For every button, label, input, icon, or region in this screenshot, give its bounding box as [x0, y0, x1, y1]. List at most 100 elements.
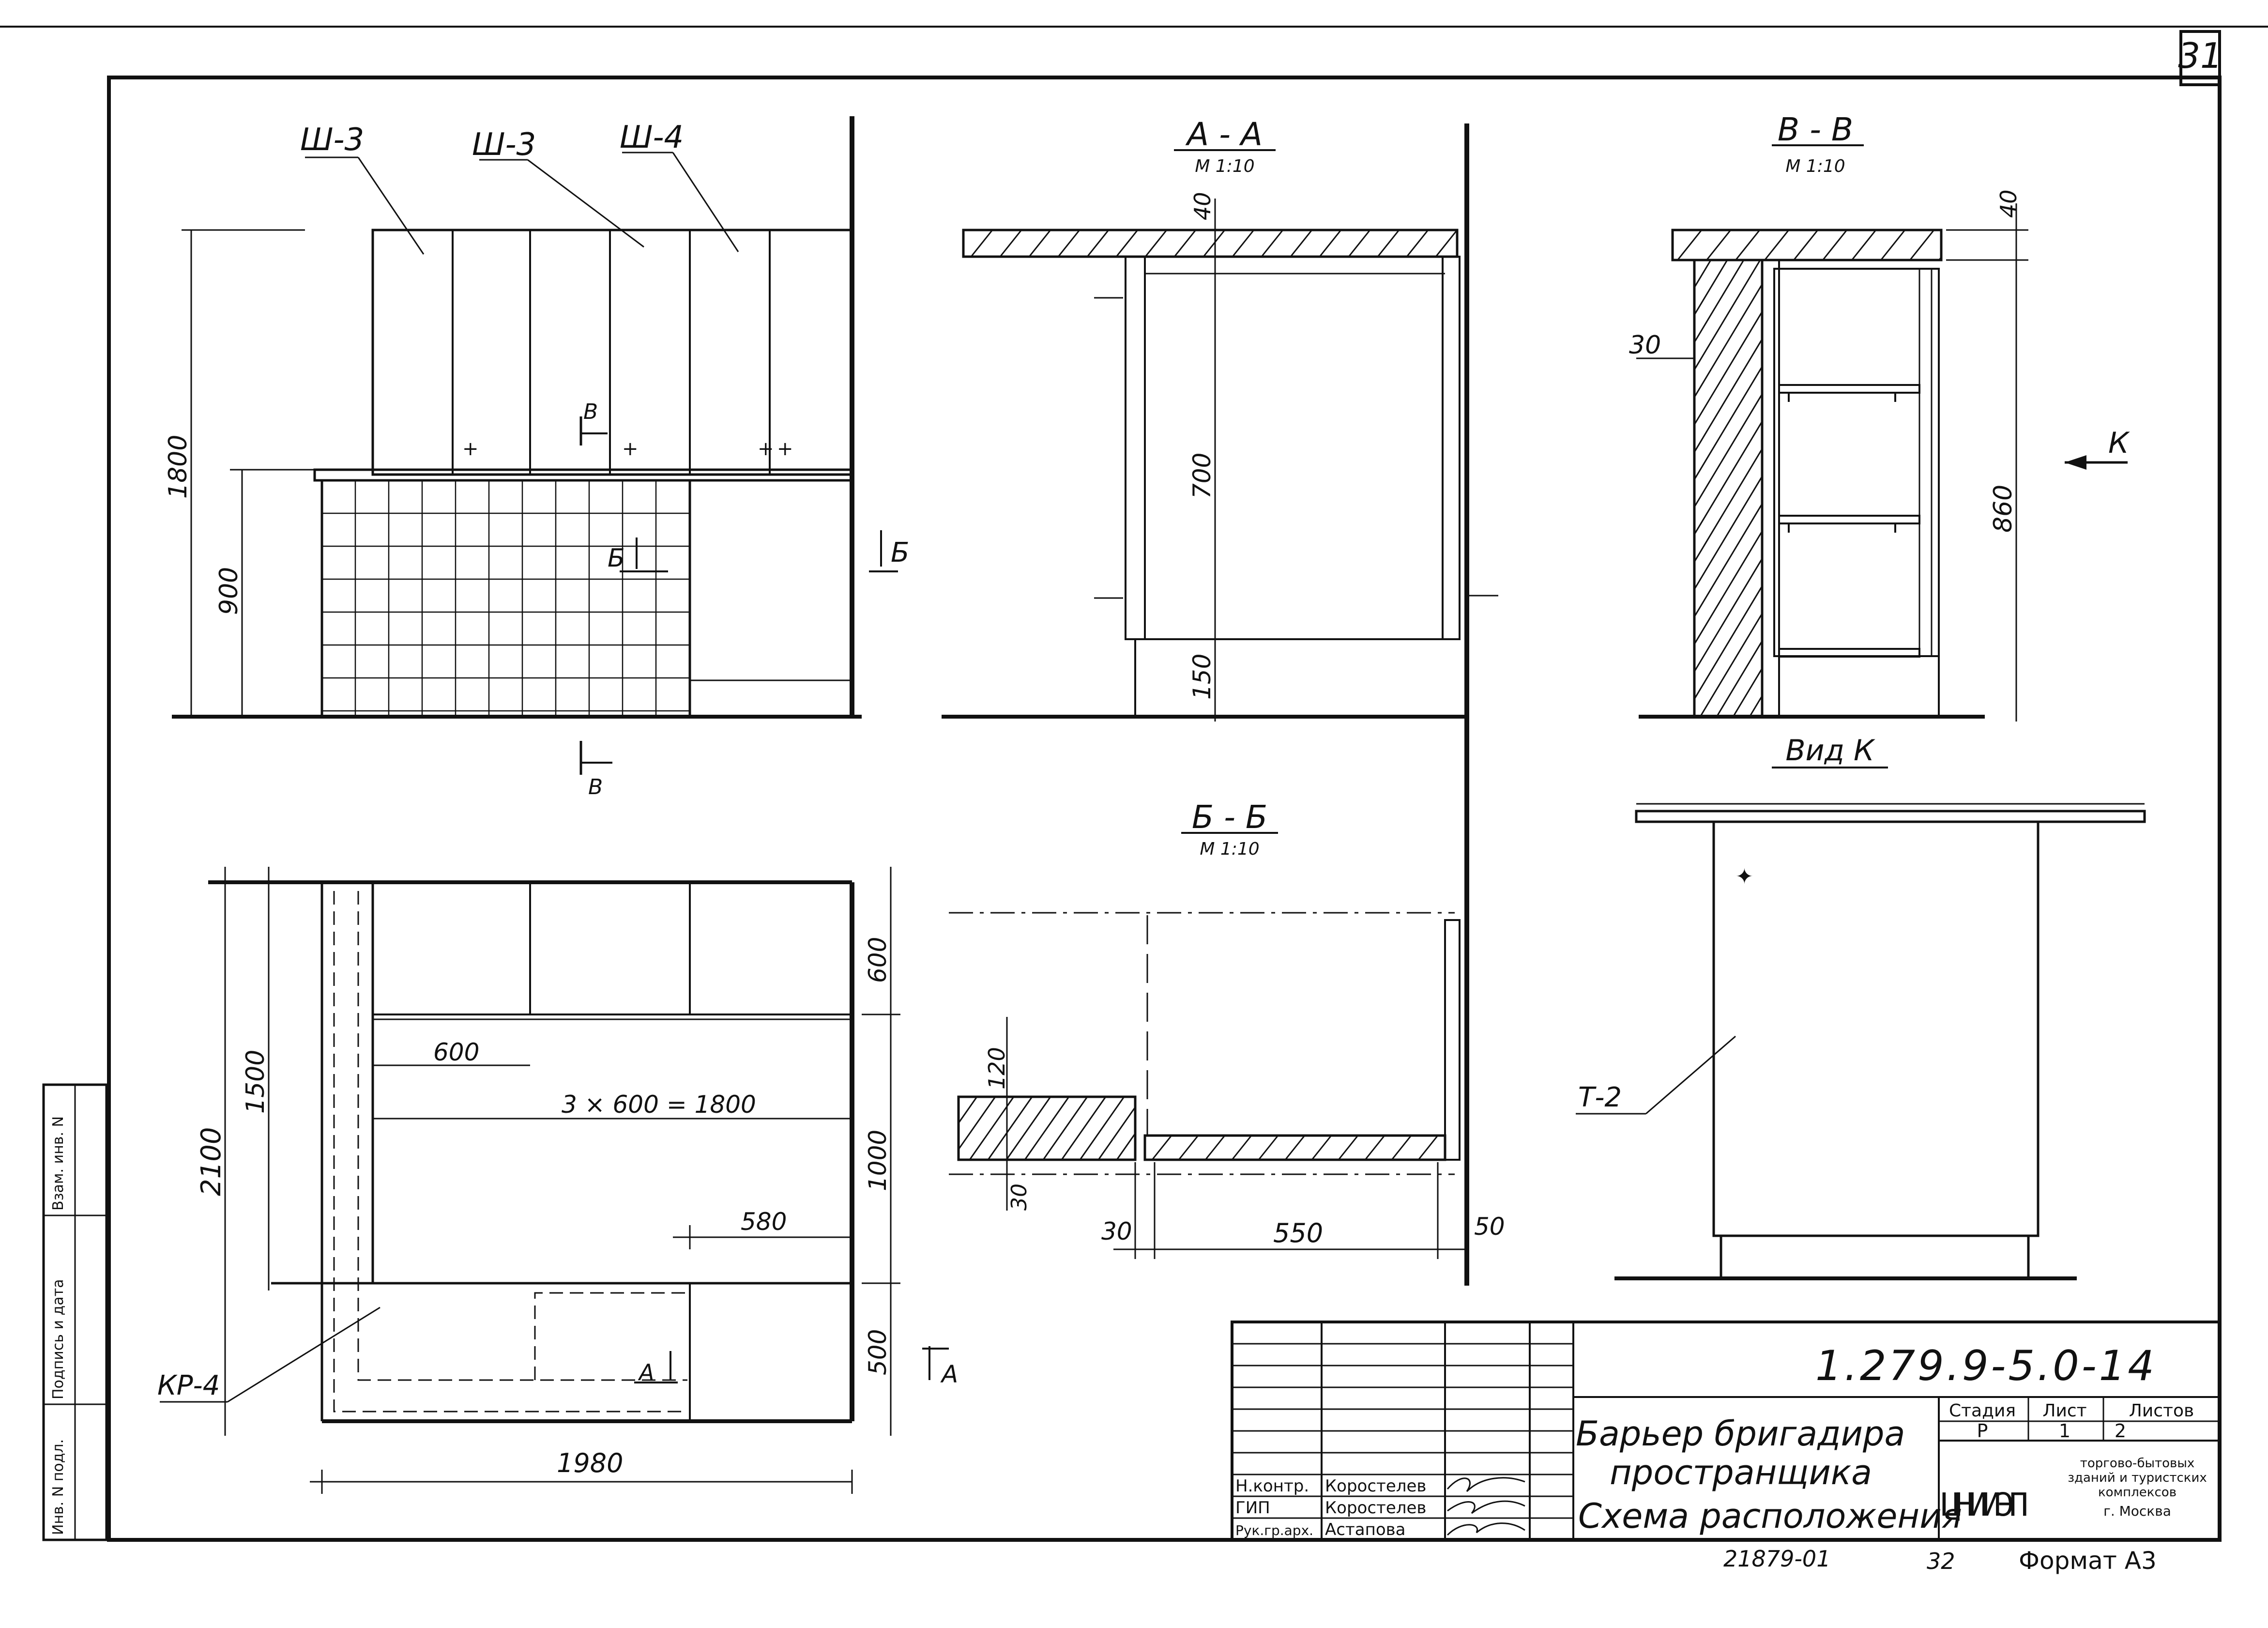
stamp-replace-label: Взам. инв. N: [50, 1116, 67, 1211]
drawing-line: [1042, 1096, 1088, 1160]
drawing-line: [1693, 421, 1763, 535]
plan-dim-2100: 2100: [196, 1127, 227, 1196]
section-vv-scale: М 1:10: [1785, 156, 1845, 176]
drawing-line: [1232, 230, 1255, 257]
plan-dim-600-side: 600: [864, 937, 892, 983]
drawing-line: [1290, 230, 1313, 257]
drawing-line: [1261, 230, 1284, 257]
drawing-line: [1173, 230, 1197, 257]
drawing-line: [1793, 230, 1819, 261]
drawing-line: [1749, 695, 1763, 717]
drawing-line: [1693, 503, 1763, 617]
cut-mark-v-top: В: [583, 399, 598, 424]
cut-mark-a-outer: А: [940, 1360, 958, 1388]
drawing-line: [958, 1096, 978, 1124]
aa-dim-150: 150: [1188, 654, 1216, 700]
sheet-number: 31: [2178, 35, 2222, 76]
vv-dim-30: 30: [1629, 331, 1661, 360]
drawing-line: [1377, 230, 1400, 257]
stamp-inv-label: Инв. N подл.: [50, 1439, 67, 1535]
signer-name-2: Коростелев: [1325, 1498, 1426, 1518]
drawing-line: [1115, 230, 1139, 257]
cut-mark-b-left: Б: [608, 544, 625, 573]
drawing-line: [1097, 1106, 1136, 1160]
sheet-header: Лист: [2042, 1401, 2086, 1421]
drawing-line: [958, 1096, 996, 1150]
drawing-line: [999, 230, 1022, 257]
drawing-line: [1178, 1135, 1199, 1160]
title-line-1: Барьер бригадира: [1576, 1414, 1905, 1454]
drawing-line: [1693, 260, 1728, 316]
label-sh4: Ш-4: [620, 120, 684, 155]
drawing-line: [1735, 230, 1761, 261]
drawing-line: [1348, 230, 1371, 257]
bb-dim-550: 550: [1273, 1218, 1323, 1248]
plan-dim-1000: 1000: [864, 1130, 892, 1191]
front-elevation: + + + + Ш-3 Ш-3 Ш-4 1800 900 В Б Б В: [164, 116, 909, 799]
plan-dim-3x600: 3 × 600 = 1800: [562, 1090, 756, 1119]
org-line-3: комплексов: [2098, 1485, 2177, 1500]
signature-1: [1446, 1477, 1525, 1492]
signature-2: [1447, 1500, 1525, 1514]
handle-icon: +: [622, 438, 639, 460]
drawing-line: [1851, 230, 1877, 261]
stage-value: Р: [1977, 1420, 1988, 1442]
drawing-line: [1057, 230, 1081, 257]
label-sh3-left: Ш-3: [300, 122, 364, 158]
drawing-line: [1732, 668, 1763, 717]
drawing-line: [1880, 230, 1906, 261]
title-block: 1.279.9-5.0-14 Барьер бригадира простран…: [1231, 1321, 2221, 1541]
bb-dim-120: 120: [984, 1047, 1010, 1090]
drawing-line: [1693, 260, 1745, 343]
view-k-arrow-label: К: [2108, 426, 2130, 460]
section-bb-title: Б - Б: [1192, 799, 1267, 836]
sheets-value: 2: [2115, 1420, 2126, 1442]
plan-dim-580: 580: [741, 1208, 787, 1236]
section-aa-title: А - А: [1185, 116, 1263, 153]
drawing-line: [1693, 284, 1763, 398]
drawing-line: [1284, 1135, 1306, 1160]
drawing-line: [1202, 230, 1226, 257]
dim-900: 900: [214, 567, 244, 615]
drawing-line: [1693, 260, 1761, 370]
section-aa: А - А М 1:10 40 700 150: [942, 116, 1498, 1286]
dim-1800: 1800: [164, 435, 193, 499]
view-k: Вид К ✦ Т-2: [1576, 734, 2146, 1280]
plan-dim-1500: 1500: [241, 1050, 270, 1114]
drawing-line: [1693, 476, 1763, 590]
drawing-line: [1693, 393, 1763, 507]
plan-dim-500: 500: [864, 1329, 892, 1375]
vv-dim-860: 860: [1989, 485, 2018, 533]
drawing-line: [1693, 366, 1763, 480]
drawing-line: [1716, 640, 1763, 717]
signer-role-2: ГИП: [1235, 1498, 1270, 1518]
view-k-title: Вид К: [1785, 734, 1875, 768]
drawing-line: [1204, 1135, 1226, 1160]
drawing-line: [1116, 1133, 1136, 1160]
title-line-3: Схема расположения: [1578, 1496, 1962, 1536]
drawing-line: [1028, 230, 1051, 257]
handle-icon: +: [758, 438, 774, 460]
plan-dim-1980: 1980: [557, 1448, 623, 1478]
drawing-line: [1258, 1135, 1279, 1160]
drawing-line: [1693, 448, 1763, 563]
drawing-line: [1693, 531, 1763, 645]
label-kr4: КР-4: [157, 1370, 220, 1401]
drawing-line: [987, 1096, 1033, 1160]
section-bb: Б - Б М 1:10 120 30 30 550 50: [949, 799, 1505, 1283]
title-line-2: пространщика: [1610, 1453, 1872, 1492]
sheet-number-box: [2179, 30, 2221, 86]
label-t2: Т-2: [1578, 1082, 1622, 1113]
drawing-line: [1079, 1096, 1125, 1160]
drawing-line: [1338, 1135, 1359, 1160]
bb-dim-30-vertical: 30: [1007, 1183, 1032, 1211]
handle-icon: +: [777, 438, 793, 460]
footer-page: 32: [1927, 1548, 1955, 1574]
section-vv: В - В М 1:10 40 30 860 К: [1629, 111, 2130, 722]
section-bb-scale: М 1:10: [1200, 839, 1259, 859]
section-aa-scale: М 1:10: [1195, 156, 1254, 176]
aa-dim-700: 700: [1188, 453, 1216, 499]
plan-view: 2100 1500 600 3 × 600 = 1800 580 600 100…: [157, 867, 958, 1494]
drawing-line: [1144, 230, 1168, 257]
drawing-line: [1061, 1096, 1107, 1160]
